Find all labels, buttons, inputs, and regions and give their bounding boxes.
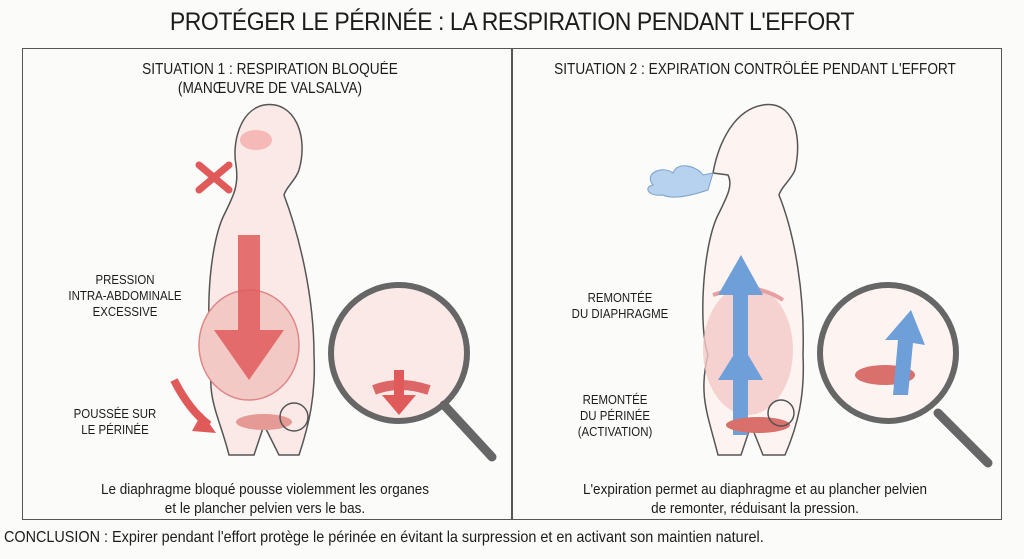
label-perineum: REMONTÉE DU PÉRINÉE (ACTIVATION) bbox=[562, 392, 668, 440]
valsalva-figure bbox=[170, 103, 497, 462]
flushed-face bbox=[240, 130, 272, 150]
label-pressure: PRESSION INTRA-ABDOMINALE EXCESSIVE bbox=[68, 272, 182, 320]
down-arrow-icon bbox=[214, 235, 284, 380]
label-pressure-line1: PRESSION bbox=[95, 272, 155, 287]
panel2-heading: SITUATION 2 : EXPIRATION CONTRÔLÉE PENDA… bbox=[554, 61, 956, 78]
label-push: POUSSÉE SUR LE PÉRINÉE bbox=[62, 406, 168, 438]
up-arrow-icon bbox=[718, 343, 763, 435]
conclusion: CONCLUSION : Expirer pendant l'effort pr… bbox=[4, 529, 764, 546]
label-diaphragm: REMONTÉE DU DIAPHRAGME bbox=[567, 290, 673, 322]
panel1-heading-line1: SITUATION 1 : RESPIRATION BLOQUÉE bbox=[142, 61, 398, 78]
panel-divider bbox=[511, 48, 513, 520]
label-push-line2: LE PÉRINÉE bbox=[81, 422, 149, 437]
breath-cloud-icon bbox=[647, 165, 714, 198]
magnifier-icon bbox=[328, 282, 470, 424]
body-outline bbox=[208, 103, 316, 456]
label-perineum-line3: (ACTIVATION) bbox=[577, 424, 653, 439]
panel2-caption-line2: de remonter, réduisant la pression. bbox=[651, 500, 859, 517]
panel1-heading-line2: (MANŒUVRE DE VALSALVA) bbox=[177, 80, 363, 97]
blocked-mouth-x-icon bbox=[195, 161, 233, 194]
panel1-caption-line1: Le diaphragme bloqué pousse violemment l… bbox=[101, 481, 429, 498]
label-push-line1: POUSSÉE SUR bbox=[73, 406, 157, 421]
label-diaphragm-line1: REMONTÉE bbox=[587, 290, 653, 305]
panel2-caption: L'expiration permet au diaphragme et au … bbox=[544, 480, 967, 518]
label-perineum-line1: REMONTÉE bbox=[582, 392, 648, 407]
magnifier-icon bbox=[817, 282, 959, 424]
pelvic-floor bbox=[726, 417, 790, 433]
label-perineum-line2: DU PÉRINÉE bbox=[580, 408, 650, 423]
label-diaphragm-line2: DU DIAPHRAGME bbox=[571, 306, 669, 321]
panel1-caption-line2: et le plancher pelvien vers le bas. bbox=[164, 500, 366, 517]
up-arrow-icon bbox=[718, 255, 763, 355]
panel1-caption: Le diaphragme bloqué pousse violemment l… bbox=[54, 480, 477, 518]
panel2-caption-line1: L'expiration permet au diaphragme et au … bbox=[582, 481, 928, 498]
label-pressure-line3: EXCESSIVE bbox=[92, 304, 158, 319]
exhalation-figure bbox=[647, 103, 993, 468]
page-title: PROTÉGER LE PÉRINÉE : LA RESPIRATION PEN… bbox=[169, 8, 855, 36]
label-pressure-line2: INTRA-ABDOMINALE bbox=[68, 288, 182, 303]
panel1-heading: SITUATION 1 : RESPIRATION BLOQUÉE (MANŒU… bbox=[94, 60, 446, 98]
pelvic-floor bbox=[236, 414, 292, 430]
